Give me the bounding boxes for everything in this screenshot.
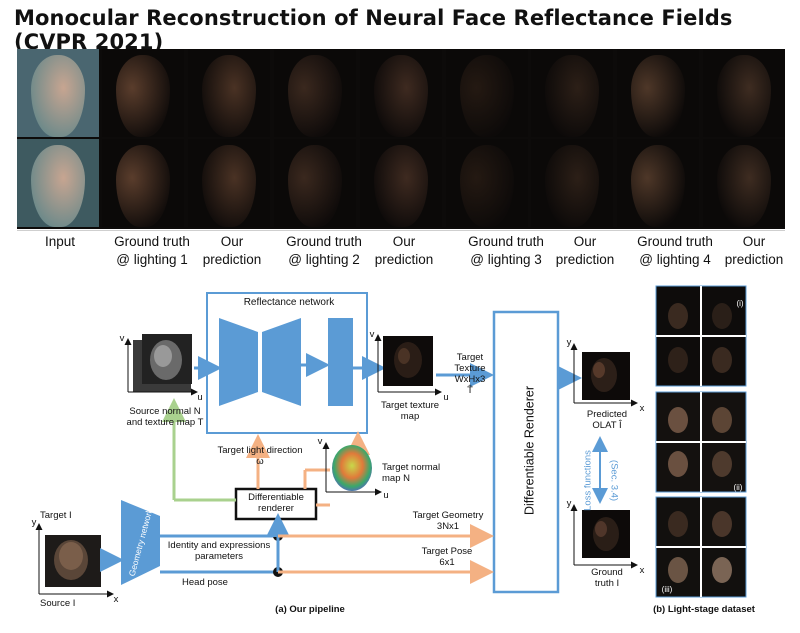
face-image bbox=[617, 139, 699, 227]
face-image bbox=[102, 139, 184, 227]
face-image bbox=[274, 139, 356, 227]
face-image bbox=[531, 139, 613, 227]
section-reference-label: (Sec. 3.4) bbox=[608, 459, 620, 502]
column-label-gt-2: Ground truth @ lighting 2 bbox=[286, 234, 362, 267]
axis-y-input: y bbox=[31, 517, 37, 528]
page-title: Monocular Reconstruction of Neural Face … bbox=[14, 6, 733, 54]
axis-v-source: v bbox=[119, 333, 125, 344]
face-image bbox=[360, 139, 442, 227]
caption-dataset: (b) Light-stage dataset bbox=[653, 604, 755, 615]
face-image bbox=[17, 49, 99, 137]
axis-y-predicted: y bbox=[566, 337, 572, 348]
face-image bbox=[188, 49, 270, 137]
axis-x-input: x bbox=[113, 594, 119, 605]
face-image bbox=[274, 49, 356, 137]
column-label-pred-3: Our prediction bbox=[555, 234, 615, 267]
face-image bbox=[531, 49, 613, 137]
caption-pipeline: (a) Our pipeline bbox=[275, 604, 345, 615]
axis-v-normal: v bbox=[317, 436, 323, 447]
reflectance-network-label: Reflectance network bbox=[243, 297, 335, 308]
dataset-label-i: (i) bbox=[736, 299, 744, 308]
column-label-input: Input bbox=[44, 234, 76, 249]
column-label-pred-4: Our prediction bbox=[724, 234, 784, 267]
face-image bbox=[446, 139, 528, 227]
face-image bbox=[17, 139, 99, 227]
differentiable-renderer-big-label: Differentiable Renderer bbox=[522, 386, 537, 516]
divider bbox=[17, 230, 785, 231]
comparison-image-strip bbox=[17, 49, 785, 229]
face-image bbox=[102, 49, 184, 137]
face-image bbox=[703, 49, 785, 137]
face-image bbox=[360, 49, 442, 137]
axis-x-predicted: x bbox=[639, 403, 645, 414]
column-label-gt-4: Ground truth @ lighting 4 bbox=[637, 234, 713, 267]
face-image bbox=[703, 139, 785, 227]
head-pose-label: Head pose bbox=[182, 577, 228, 588]
target-input-label: Target I bbox=[40, 510, 72, 521]
dataset-label-iii: (iii) bbox=[661, 585, 673, 594]
loss-functions-label: Loss functions bbox=[582, 450, 594, 511]
axis-u-normal: u bbox=[383, 490, 389, 501]
face-image bbox=[446, 49, 528, 137]
axis-y-groundtruth: y bbox=[566, 498, 572, 509]
axis-u-source: u bbox=[197, 392, 203, 403]
axis-x-groundtruth: x bbox=[639, 565, 645, 576]
column-label-gt-3: Ground truth @ lighting 3 bbox=[468, 234, 544, 267]
column-label-pred-2: Our prediction bbox=[374, 234, 434, 267]
dataset-label-ii: (ii) bbox=[733, 483, 743, 492]
column-label-pred-1: Our prediction bbox=[202, 234, 262, 267]
pipeline-diagram bbox=[35, 285, 747, 598]
axis-u-texture: u bbox=[443, 392, 449, 403]
face-image bbox=[617, 49, 699, 137]
axis-v-texture: v bbox=[369, 329, 375, 340]
source-input-label: Source I bbox=[40, 598, 76, 609]
face-image bbox=[188, 139, 270, 227]
column-label-gt-1: Ground truth @ lighting 1 bbox=[114, 234, 190, 267]
